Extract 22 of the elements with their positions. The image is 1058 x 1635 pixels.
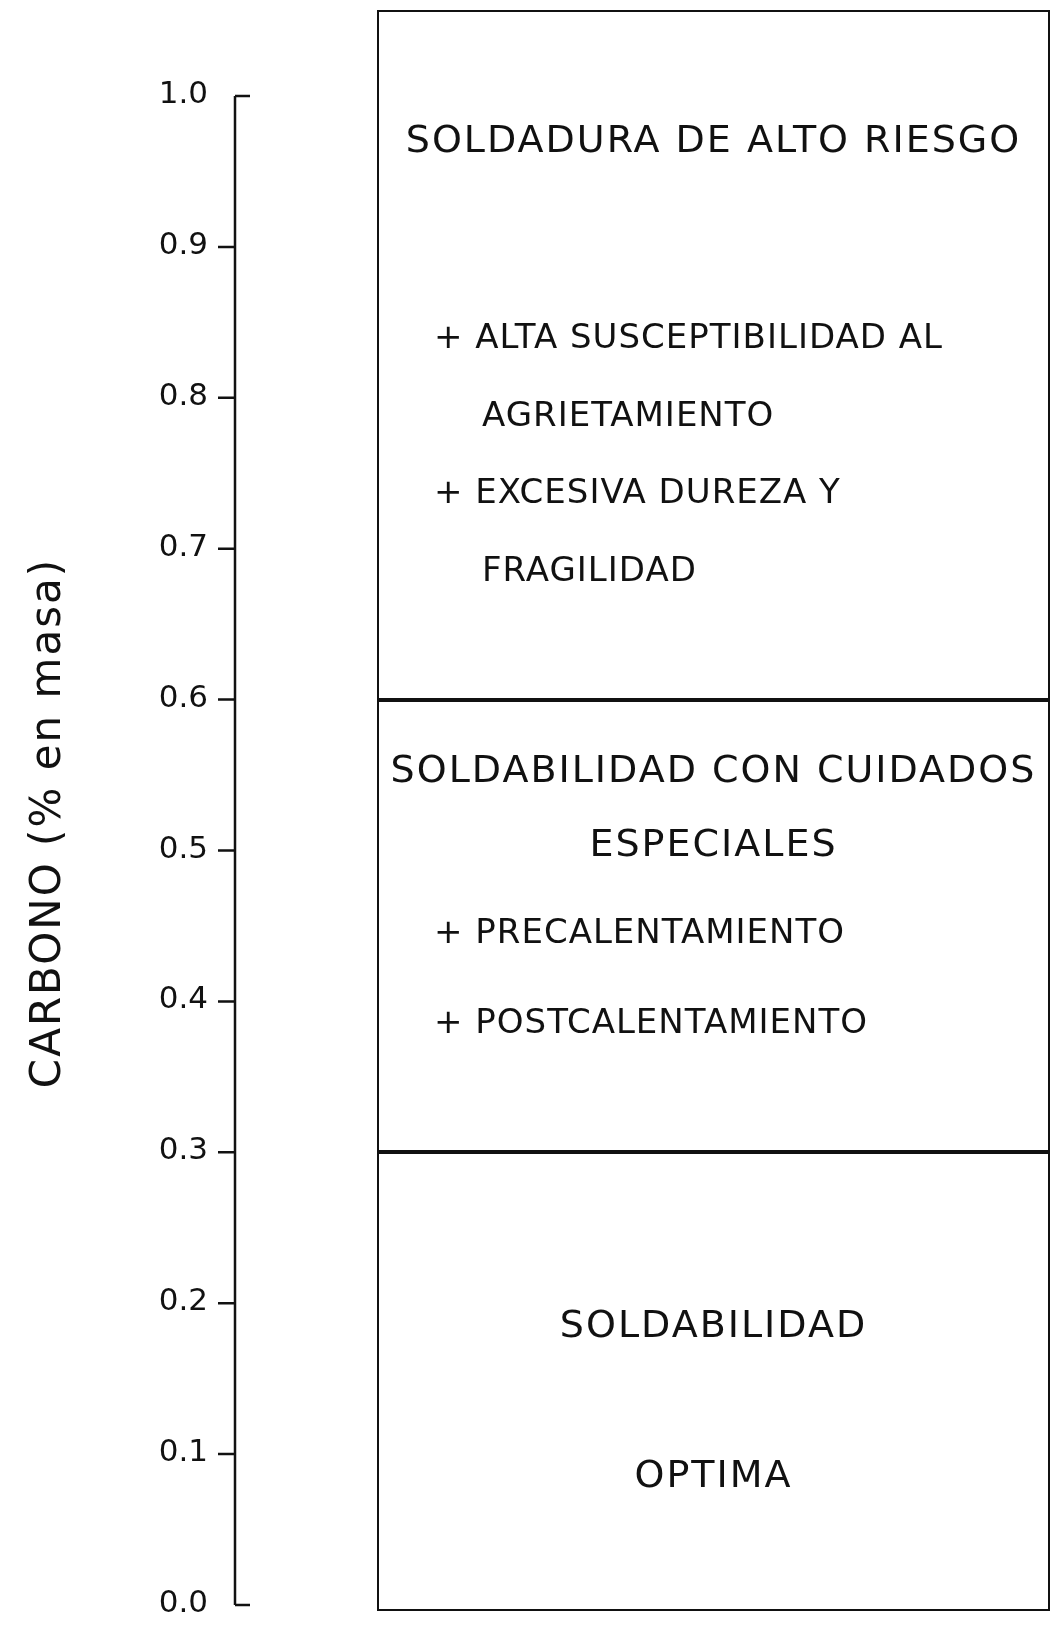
- region-box: [377, 1152, 1050, 1611]
- tick-label: 0.9: [157, 224, 208, 261]
- bullet-text: + POSTCALENTAMIENTO: [434, 999, 869, 1043]
- tick-label: 0.4: [157, 979, 208, 1016]
- bullet-text: + ALTA SUSCEPTIBILIDAD AL AGRIETAMIENTO: [434, 315, 944, 436]
- tick-label: 0.1: [157, 1432, 208, 1469]
- axis-title: CARBONO (% en masa): [20, 557, 70, 1089]
- tick-label: 0.8: [157, 375, 208, 412]
- region-heading: SOLDABILIDAD CON CUIDADOS ESPECIALES: [389, 745, 1038, 867]
- tick-label: 0.2: [157, 1281, 208, 1318]
- tick-label: 0.6: [157, 677, 208, 714]
- tick-label: 0.0: [157, 1583, 208, 1619]
- tick-label: 0.5: [157, 828, 208, 865]
- tick-label: 1.0: [157, 74, 208, 110]
- bullet-text: + PRECALENTAMIENTO: [434, 909, 846, 953]
- region-box: [377, 10, 1050, 700]
- tick-label: 0.7: [157, 526, 208, 563]
- region-heading: SOLDADURA DE ALTO RIESGO: [404, 116, 1023, 163]
- bullet-text: + EXCESIVA DUREZA Y FRAGILIDAD: [434, 470, 842, 591]
- region-heading: SOLDABILIDAD OPTIMA: [558, 1301, 869, 1499]
- region-box: [377, 699, 1050, 1153]
- tick-label: 0.3: [157, 1130, 208, 1167]
